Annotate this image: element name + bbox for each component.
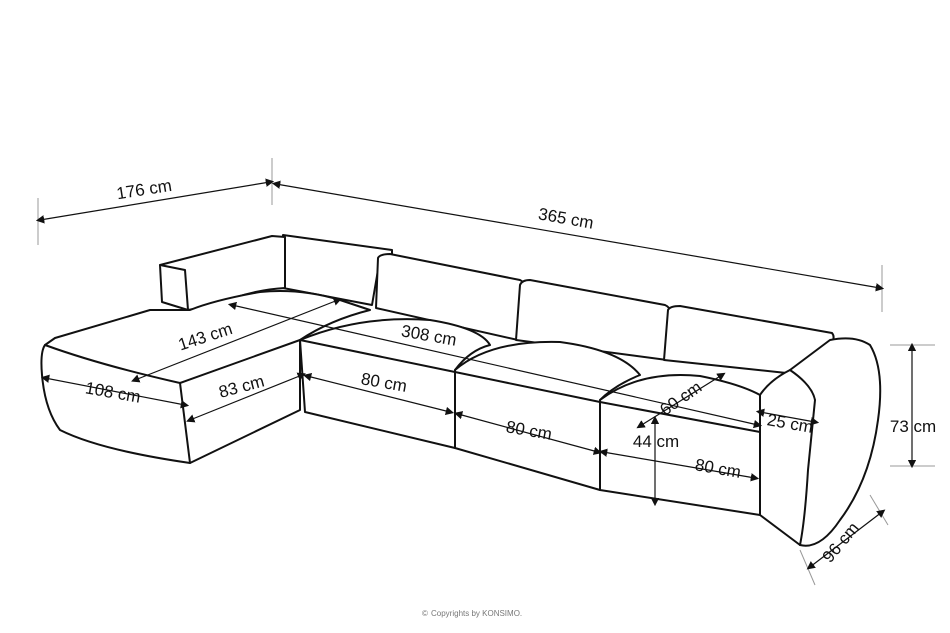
sofa-outline bbox=[40, 234, 882, 547]
label-total-width: 365 cm bbox=[537, 204, 595, 232]
label-height: 73 cm bbox=[890, 417, 936, 436]
label-seat-height: 44 cm bbox=[633, 432, 679, 451]
dimension-lines bbox=[35, 158, 935, 586]
copyright-text: Copyrights by KONSIMO. bbox=[431, 609, 522, 618]
copyright-symbol: © bbox=[422, 609, 428, 618]
